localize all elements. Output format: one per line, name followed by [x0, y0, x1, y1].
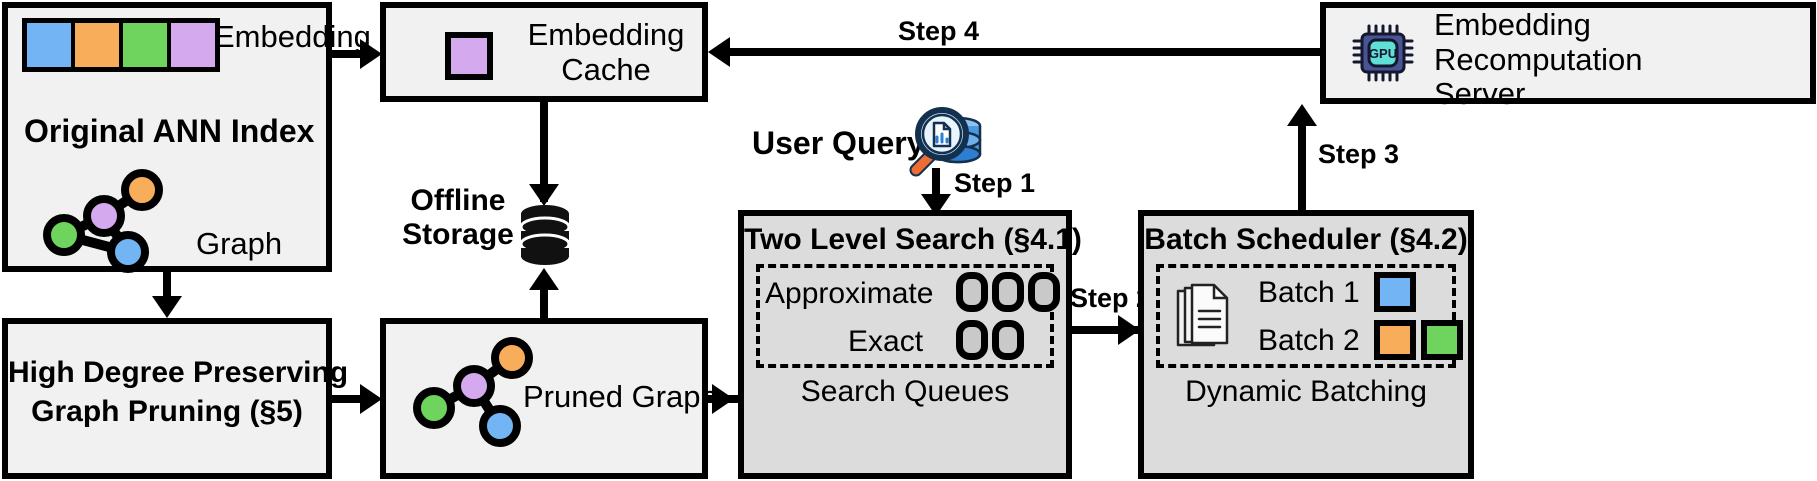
batch-scheduler-box: [1138, 210, 1474, 479]
arrow-index-to-pruning-head: [152, 296, 182, 318]
arrow-step3-head: [1287, 104, 1317, 126]
search-queues-footer: Search Queues: [800, 375, 1010, 408]
batch-2-swatches: [1374, 320, 1463, 360]
arrow-index-to-cache-line: [332, 50, 370, 58]
gpu-chip-icon: GPU: [1352, 24, 1414, 82]
exact-slots: [956, 320, 1024, 360]
queue-slot[interactable]: [992, 320, 1024, 360]
queue-slot[interactable]: [956, 320, 988, 360]
arrow-index-to-pruning-line: [163, 272, 171, 310]
arrow-cache-to-storage-head: [529, 184, 559, 206]
embedding-cache-box: [380, 2, 708, 102]
original-graph-illustration: [43, 169, 163, 273]
step4-label: Step 4: [898, 16, 980, 46]
queue-slot[interactable]: [992, 272, 1024, 312]
pruned-graph-illustration: [413, 337, 533, 447]
embedding-cell-purple: [171, 23, 215, 67]
documents-stack-icon: [1176, 283, 1229, 347]
arrow-step4-head: [708, 37, 730, 67]
original-ann-index-title: Original ANN Index: [24, 113, 315, 149]
dynamic-batching-panel: [1156, 264, 1456, 368]
embedding-cache-label: Embedding Cache: [527, 17, 685, 87]
pruned-graph-label: Pruned Graph: [523, 379, 718, 414]
recomputation-server-label: Embedding Recomputation Server: [1434, 7, 1643, 112]
embedding-cache-swatch: [445, 32, 493, 80]
arrow-step2-line: [1072, 326, 1138, 334]
magnifier-database-icon: [909, 107, 982, 177]
embedding-strip: [22, 18, 220, 72]
arrow-pruned-to-search-head: [712, 384, 734, 414]
queue-slot[interactable]: [956, 272, 988, 312]
arrow-step4-line: [724, 48, 1320, 56]
arrow-pruning-to-pruned-head: [360, 384, 382, 414]
svg-text:GPU: GPU: [1369, 46, 1397, 61]
batch-swatch-blue: [1374, 272, 1416, 312]
arrow-pruning-to-pruned-line: [332, 395, 370, 403]
two-level-search-title: Two Level Search (§4.1): [744, 223, 1082, 256]
database-cylinder-icon: [519, 205, 571, 265]
embedding-label: Embedding: [214, 19, 371, 54]
arrow-step1-line: [932, 168, 940, 210]
embedding-cell-blue: [27, 23, 71, 67]
batch-scheduler-title: Batch Scheduler (§4.2): [1144, 223, 1468, 256]
approximate-row-label: Approximate: [765, 277, 934, 310]
graph-pruning-label: High Degree Preserving Graph Pruning (§5…: [8, 356, 349, 428]
batch-2-label: Batch 2: [1258, 324, 1360, 357]
graph-label: Graph: [196, 226, 283, 261]
embedding-cell-orange: [75, 23, 119, 67]
embedding-cell-green: [123, 23, 167, 67]
graph-pruning-box: [2, 318, 332, 479]
approximate-slots: [956, 272, 1060, 312]
batch-1-label: Batch 1: [1258, 276, 1360, 309]
batch-1-swatches: [1374, 272, 1416, 312]
queue-slot[interactable]: [1028, 272, 1060, 312]
user-query-label: User Query: [752, 125, 925, 161]
batch-swatch-orange: [1374, 320, 1416, 360]
exact-row-label: Exact: [848, 325, 924, 358]
arrow-index-to-cache-head: [360, 39, 382, 69]
search-queues-panel: [756, 264, 1054, 368]
arrow-step3-line: [1298, 124, 1306, 210]
arrow-pruned-to-storage-head: [529, 268, 559, 290]
step1-label: Step 1: [954, 168, 1036, 198]
step3-label: Step 3: [1318, 139, 1400, 169]
arrow-step2-head: [1118, 315, 1140, 345]
batch-swatch-green: [1421, 320, 1463, 360]
dynamic-batching-footer: Dynamic Batching: [1185, 375, 1427, 408]
offline-storage-label: Offline Storage: [402, 184, 514, 251]
arrow-cache-to-storage-line: [540, 102, 548, 202]
